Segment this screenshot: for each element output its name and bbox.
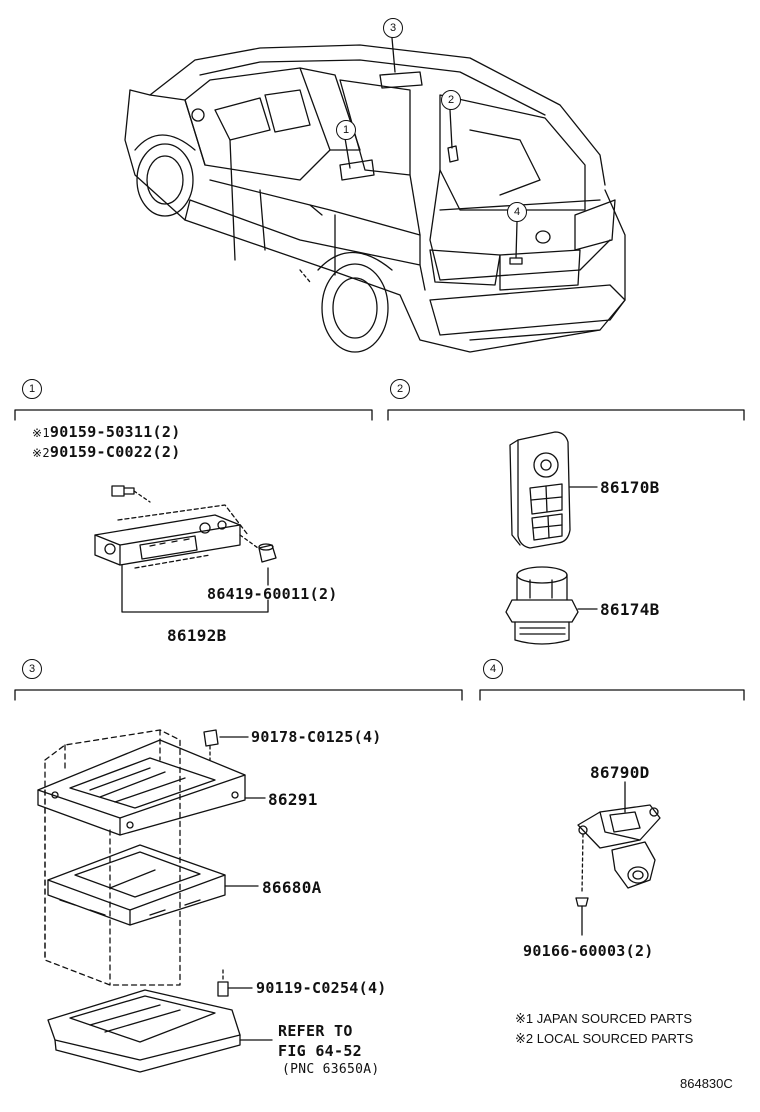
section1-drawing [94, 485, 277, 613]
part-label-nut: 90166-60003(2) [523, 942, 654, 960]
part-label-clip: 90178-C0125(4) [251, 728, 382, 746]
callout-2-section: 2 [390, 379, 410, 399]
figure-id: 864830C [680, 1076, 733, 1091]
part-number: 90159-C0022(2) [49, 443, 181, 461]
part-label-cap: 86419-60011(2) [207, 585, 338, 603]
part-number: 90159-50311(2) [49, 423, 181, 441]
part-label-camera: 86790D [590, 763, 650, 782]
part-label-screw: 90119-C0254(4) [256, 979, 387, 997]
callout-3-section: 3 [22, 659, 42, 679]
part-label-screw-local: ※290159-C0022(2) [32, 443, 181, 461]
vehicle-illustration [124, 37, 626, 353]
refer-line-2: FIG 64-52 [278, 1042, 362, 1060]
callout-4-section: 4 [483, 659, 503, 679]
callout-2-vehicle: 2 [441, 90, 461, 110]
callout-1-section: 1 [22, 379, 42, 399]
part-label-bracket: 86291 [268, 790, 318, 809]
part-label-switch-assembly: 86192B [167, 626, 227, 645]
refer-line-3: (PNC 63650A) [282, 1062, 380, 1077]
japan-mark: ※1 [32, 426, 50, 440]
note-japan-sourced: ※1 JAPAN SOURCED PARTS [515, 1011, 693, 1026]
section2-drawing [505, 431, 598, 645]
part-label-remote: 86170B [600, 478, 660, 497]
local-mark: ※2 [32, 446, 50, 460]
section4-drawing [575, 781, 661, 936]
part-label-holder: 86174B [600, 600, 660, 619]
callout-3-vehicle: 3 [383, 18, 403, 38]
part-label-display: 86680A [262, 878, 322, 897]
note-local-sourced: ※2 LOCAL SOURCED PARTS [515, 1031, 694, 1046]
callout-4-vehicle: 4 [507, 202, 527, 222]
section-brackets [14, 409, 745, 701]
part-label-screw-japan: ※190159-50311(2) [32, 423, 181, 441]
callout-1-vehicle: 1 [336, 120, 356, 140]
section3-drawing [37, 729, 273, 1073]
refer-line-1: REFER TO [278, 1022, 353, 1040]
